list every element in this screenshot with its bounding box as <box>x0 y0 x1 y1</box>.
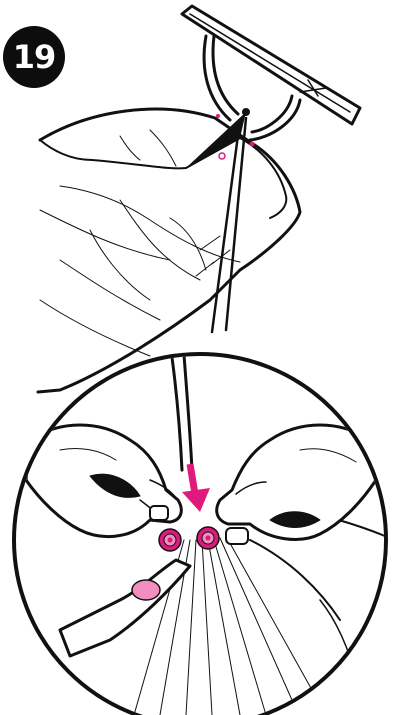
step-number-badge: 19 <box>3 26 65 88</box>
snap-button-icon <box>132 580 160 600</box>
snap-button-icon <box>197 527 219 549</box>
seat-fabric-icon <box>38 109 300 392</box>
step-number: 19 <box>13 38 56 76</box>
snap-button-icon <box>159 529 181 551</box>
